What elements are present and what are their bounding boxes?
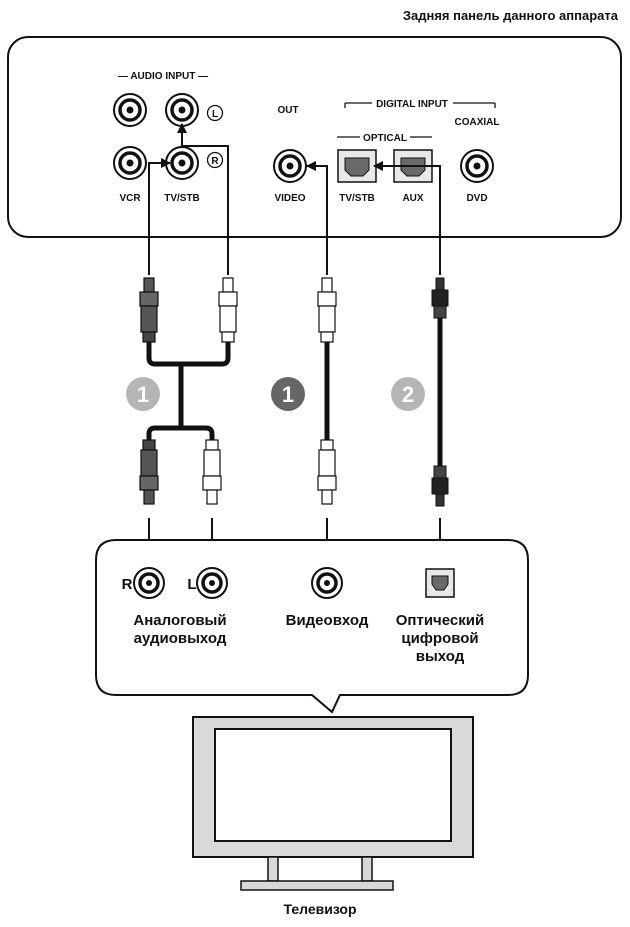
svg-text:1: 1 — [137, 382, 149, 407]
optical-out-label-line3: выход — [416, 648, 465, 665]
video-label: VIDEO — [274, 193, 305, 204]
audio-jack-vcr-r — [113, 146, 147, 180]
video-out-jack — [273, 149, 307, 183]
optical-label: OPTICAL — [363, 133, 407, 144]
tv-label: Телевизор — [283, 901, 356, 917]
coaxial-label: COAXIAL — [455, 117, 500, 128]
svg-text:L: L — [212, 109, 218, 120]
cable-video-in — [306, 161, 328, 275]
rca-plug-video-lower — [317, 439, 337, 505]
coaxial-jack-dvd — [460, 149, 494, 183]
television-icon — [192, 716, 474, 891]
optical-tv-stb-label: TV/STB — [339, 193, 375, 204]
tv-video-in-jack — [311, 567, 343, 599]
video-in-label: Видеовход — [286, 612, 369, 629]
cable-optical-in — [373, 161, 441, 275]
optical-out-label-line1: Оптический — [396, 612, 484, 629]
svg-text:2: 2 — [402, 382, 414, 407]
dvd-label: DVD — [466, 193, 487, 204]
svg-text:R: R — [211, 156, 219, 167]
rca-plug-video-upper — [317, 277, 337, 343]
optical-plug-lower — [431, 465, 449, 507]
tv-stb-audio-label: TV/STB — [164, 193, 200, 204]
tv-r-marker: R — [122, 576, 133, 593]
rear-panel — [7, 36, 622, 238]
header-title: Задняя панель данного аппарата — [403, 8, 619, 23]
optical-plug-upper — [431, 277, 449, 319]
audio-jack-tvstb-r — [165, 146, 199, 180]
audio-input-label: — AUDIO INPUT — — [118, 71, 208, 82]
tv-optical-out-jack — [425, 568, 455, 598]
rca-plug-upper-white — [218, 277, 238, 343]
step-badge-1-audio: 1 — [126, 377, 160, 411]
optical-jack-tv-stb — [337, 149, 377, 183]
analog-out-label-line1: Аналоговый — [133, 612, 226, 629]
audio-cable-lower-loop — [146, 425, 215, 440]
optical-out-label-line2: цифровой — [401, 630, 478, 647]
cable-audio-r-in — [148, 158, 171, 275]
tv-audio-out-l-jack — [196, 567, 228, 599]
vcr-label: VCR — [119, 193, 141, 204]
audio-cable-upper-loop — [146, 342, 231, 367]
tv-l-marker: L — [187, 576, 196, 593]
step-badge-2-optical: 2 — [391, 377, 425, 411]
audio-jack-vcr-l — [113, 93, 147, 127]
rca-plug-lower-dark — [139, 439, 159, 505]
left-channel-marker: L — [206, 104, 224, 122]
rca-plug-lower-white — [202, 439, 222, 505]
aux-label: AUX — [402, 193, 423, 204]
svg-text:1: 1 — [282, 382, 294, 407]
analog-out-label-line2: аудиовыход — [134, 630, 227, 647]
tv-audio-out-r-jack — [133, 567, 165, 599]
audio-jack-tvstb-l — [165, 93, 199, 127]
right-channel-marker: R — [206, 151, 224, 169]
digital-input-label: DIGITAL INPUT — [376, 99, 448, 110]
step-badge-1-video: 1 — [271, 377, 305, 411]
cable-audio-l-in — [177, 123, 229, 275]
out-label: OUT — [277, 105, 298, 116]
rca-plug-upper-dark — [139, 277, 159, 343]
